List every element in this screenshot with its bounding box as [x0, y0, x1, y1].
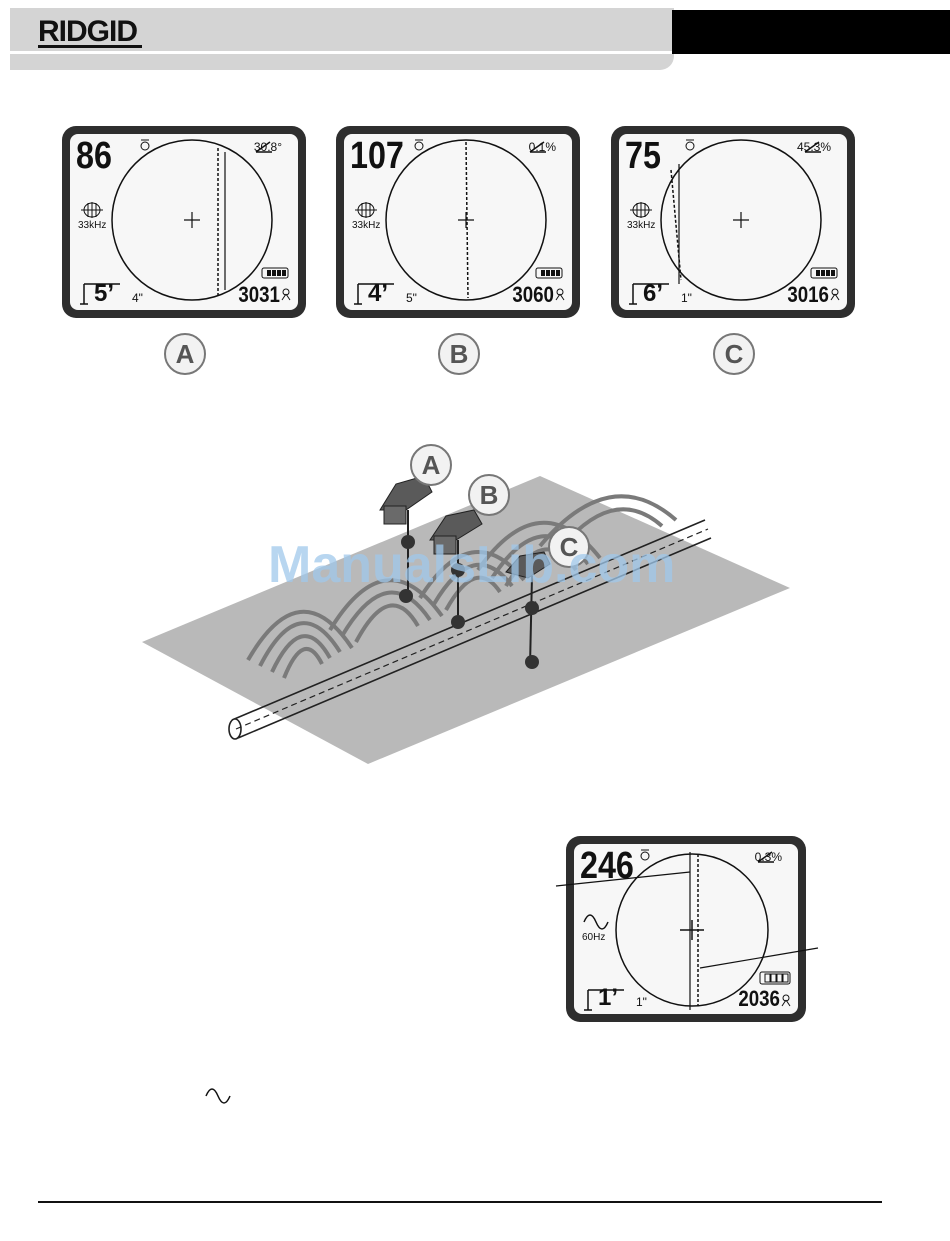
illustration-label-a: A [410, 444, 452, 486]
frequency-label: 33kHz [352, 220, 380, 231]
frequency-label: 33kHz [627, 220, 655, 231]
signal-strength: 75 [625, 136, 661, 176]
sine-wave-icon [584, 915, 608, 929]
angle-reading: 0.3% [755, 850, 782, 864]
screen-display: 246 0.3% 60Hz 1’ 1" 2036 [574, 844, 798, 1014]
logo-underline [38, 45, 142, 48]
illustration-label-b: B [468, 474, 510, 516]
label-c: C [713, 333, 755, 375]
locator-screen-a: 86 30.8° 33kHz 5’ 4" 3031 [62, 126, 306, 318]
ridgid-logo: RIDGID [38, 15, 137, 49]
current-reading: 3016 [787, 282, 829, 308]
current-reading: 3031 [238, 282, 280, 308]
locator-screen-detail: 246 0.3% 60Hz 1’ 1" 2036 [566, 836, 806, 1022]
depth-inches: 1" [681, 291, 692, 305]
angle-reading: 0.1% [529, 140, 556, 154]
depth-feet: 5’ [94, 280, 114, 308]
depth-inches: 4" [132, 291, 143, 305]
label-b: B [438, 333, 480, 375]
angle-reading: 45.3% [797, 140, 831, 154]
depth-feet: 6’ [643, 280, 663, 308]
watermark: ManualsLib.com [268, 535, 675, 595]
signal-strength: 107 [350, 136, 404, 176]
screen-display: 107 0.1% 33kHz 4’ 5" 3060 [344, 134, 572, 310]
depth-feet: 4’ [368, 280, 388, 308]
screen-display: 75 45.3% 33kHz 6’ 1" 3016 [619, 134, 847, 310]
current-reading: 3060 [512, 282, 554, 308]
header-divider [10, 51, 674, 54]
frequency-label: 60Hz [582, 932, 605, 943]
sine-wave-icon [206, 1089, 230, 1103]
depth-inches: 1" [636, 995, 647, 1009]
header-black-block [672, 10, 950, 54]
locator-screen-b: 107 0.1% 33kHz 4’ 5" 3060 [336, 126, 580, 318]
label-a: A [164, 333, 206, 375]
current-reading: 2036 [738, 986, 780, 1012]
screen-display: 86 30.8° 33kHz 5’ 4" 3031 [70, 134, 298, 310]
depth-inches: 5" [406, 291, 417, 305]
signal-strength: 246 [580, 846, 634, 886]
depth-feet: 1’ [598, 984, 618, 1012]
signal-strength: 86 [76, 136, 112, 176]
frequency-label: 33kHz [78, 220, 106, 231]
angle-reading: 30.8° [254, 140, 282, 154]
footer-divider [38, 1201, 882, 1203]
locator-screen-c: 75 45.3% 33kHz 6’ 1" 3016 [611, 126, 855, 318]
